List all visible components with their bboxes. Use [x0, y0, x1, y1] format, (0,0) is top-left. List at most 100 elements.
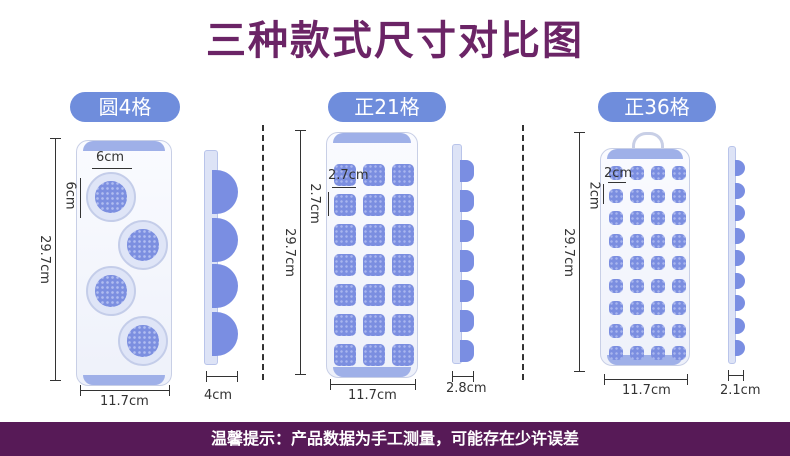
side-bump [212, 170, 238, 214]
tray-edge [333, 133, 411, 143]
dim-tick [295, 130, 306, 131]
tray-width-label: 11.7cm [100, 394, 149, 409]
ice-cell-square [672, 211, 686, 225]
depth-dim-line [206, 376, 238, 377]
dim-tick [415, 379, 416, 390]
cell-width-label: 2.7cm [328, 168, 369, 183]
ice-cell-square [630, 278, 644, 293]
side-bump [212, 218, 238, 262]
depth-label: 4cm [204, 388, 233, 403]
ice-cell-square [672, 166, 686, 180]
ice-cell-round [86, 266, 136, 316]
ice-cell-square [609, 278, 623, 293]
ice-cell-square [363, 284, 385, 306]
dim-tick [743, 370, 744, 381]
ice-cell-square [363, 224, 385, 246]
dim-tick [237, 371, 238, 382]
side-bump [735, 340, 745, 356]
ice-cell-square [609, 166, 623, 180]
tray-width-label: 11.7cm [348, 388, 397, 403]
tray-length-label: 29.7cm [36, 235, 52, 284]
dim-tick [206, 371, 207, 382]
cell-height-line [80, 178, 81, 218]
ice-cell-square [672, 233, 686, 248]
dim-tick [687, 374, 688, 385]
ice-cell-square [363, 164, 385, 186]
footer-note: 温馨提示：产品数据为手工测量，可能存在少许误差 [210, 429, 579, 448]
depth-label: 2.8cm [446, 381, 487, 396]
ice-cell-square [334, 194, 356, 216]
footer-bar: 温馨提示：产品数据为手工测量，可能存在少许误差 [0, 422, 790, 456]
side-bump [735, 182, 745, 199]
cell-width-line [92, 168, 132, 169]
cell-width-line [608, 182, 626, 183]
cell-height-label: 2cm [586, 181, 602, 210]
ice-cell-square [651, 323, 665, 338]
ice-cell-square [334, 344, 356, 366]
dim-tick [574, 371, 585, 372]
dim-tick [50, 380, 61, 381]
length-dim-line [300, 130, 301, 375]
ice-cell-square [672, 323, 686, 338]
ice-cell-square [630, 211, 644, 225]
ice-cell-square [609, 323, 623, 338]
side-bump [212, 312, 238, 356]
cell-width-label: 2cm [604, 166, 633, 181]
depth-label: 2.1cm [720, 383, 761, 398]
side-bump [460, 160, 474, 182]
cell-height-line [603, 184, 604, 204]
tray-width-label: 11.7cm [622, 383, 671, 398]
cell-height-label: 6cm [62, 181, 78, 210]
ice-cell-square [392, 194, 414, 216]
ice-cell-square [363, 254, 385, 276]
width-dim-line [604, 379, 688, 380]
ice-cell-square [672, 301, 686, 315]
ice-cell-square [334, 284, 356, 306]
ice-cell-square [630, 301, 644, 315]
side-bump [735, 160, 745, 176]
dim-tick [169, 385, 170, 396]
ice-cell-square [609, 346, 623, 360]
ice-cell-square [392, 314, 414, 336]
ice-cell-square [651, 346, 665, 360]
ice-cell-square [672, 278, 686, 293]
ice-cell-square [630, 346, 644, 360]
ice-cell-round [118, 220, 168, 270]
ice-cell-square [609, 301, 623, 315]
side-bump [735, 295, 745, 311]
ice-cell-square [392, 164, 414, 186]
cell-height-line [328, 192, 329, 216]
ice-cell-square [651, 256, 665, 270]
ice-cell-square [672, 188, 686, 203]
ice-cell-square [609, 256, 623, 270]
dim-tick [604, 374, 605, 385]
ice-cell-square [651, 166, 665, 180]
ice-cell-round [118, 316, 168, 366]
dim-tick [728, 370, 729, 381]
tray-length-label: 29.7cm [281, 228, 297, 277]
ice-cell-square [609, 188, 623, 203]
ice-cell-square [651, 233, 665, 248]
dim-tick [452, 371, 453, 382]
side-bump [735, 205, 745, 221]
page-title: 三种款式尺寸对比图 [206, 18, 584, 64]
product-label-square36: 正36格 [598, 92, 716, 122]
ice-cell-square [334, 254, 356, 276]
depth-dim-line [452, 376, 474, 377]
ice-cell-square [609, 211, 623, 225]
product-label-round4: 圆4格 [70, 92, 180, 122]
tray-edge [607, 355, 683, 365]
ice-cell-square [392, 284, 414, 306]
tray-edge [333, 367, 411, 377]
dim-tick [295, 374, 306, 375]
tray-edge [607, 149, 683, 159]
side-bump [460, 250, 474, 272]
ice-cell-square [392, 344, 414, 366]
ice-cell-square [630, 323, 644, 338]
dim-tick [50, 138, 61, 139]
ice-cell-square [630, 256, 644, 270]
cell-width-line [332, 187, 356, 188]
side-bump [460, 220, 474, 242]
side-bump [735, 272, 745, 289]
ice-cell-square [630, 233, 644, 248]
